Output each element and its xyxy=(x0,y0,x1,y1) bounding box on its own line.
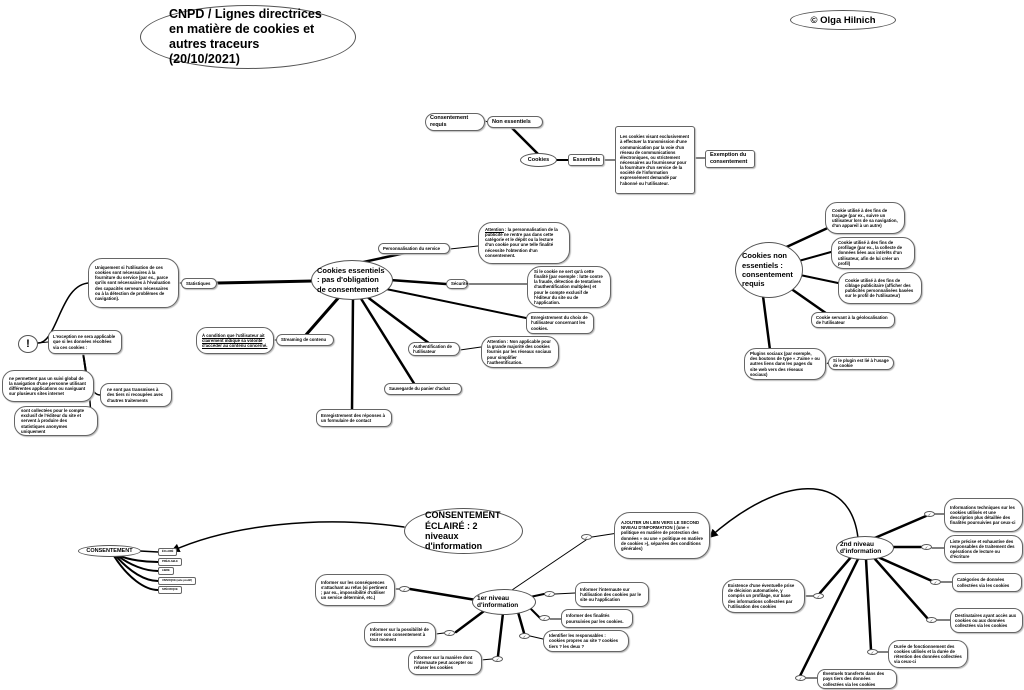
personnalisation-note-text: : la personnalisation de la publicité ne… xyxy=(485,227,558,258)
node-exception: L'exception ne sera applicable que si le… xyxy=(48,330,122,354)
node-plugins: Plugins sociaux (par exemple, des bouton… xyxy=(744,348,826,380)
title-text: CNPD / Lignes directrices en matière de … xyxy=(169,7,322,66)
node-decision-automatisee: Existence d'une éventuelle prise de déci… xyxy=(722,579,805,613)
node-condition-tiers: ne sont pas transmises à des tiers ni re… xyxy=(100,383,172,407)
node-personnalisation: Personnalisation du service xyxy=(378,243,450,254)
check-icon: ✓ xyxy=(813,593,824,599)
node-statistiques: Statistiques xyxy=(181,278,217,289)
node-lien-second-niveau: AJOUTER UN LIEN VERS LE SECOND NIVEAU D'… xyxy=(614,512,710,559)
attention-label: Attention xyxy=(485,227,504,232)
node-streaming-note: À condition que l'utilisateur ait claire… xyxy=(196,327,274,354)
node-transferts: Éventuels transferts dans des pays tiers… xyxy=(817,669,897,689)
node-info-responsables: Identifier les responsables : cookies pr… xyxy=(543,630,629,652)
node-condition-suivi: ne permettent pas un suivi global de la … xyxy=(2,370,94,402)
node-consentement: CONSENTEMENT xyxy=(78,545,141,557)
quality-libre: LIBRE xyxy=(158,567,174,575)
quality-prealable: PRÉALABLE xyxy=(158,558,182,566)
copyright-text: © Olga Hilnich xyxy=(810,14,876,26)
check-icon: ✓ xyxy=(544,591,555,597)
quality-eclaire: ÉCLAIRÉ xyxy=(158,548,178,556)
node-statistiques-note: Uniquement si l'utilisation de ces cooki… xyxy=(88,258,179,308)
node-consentement-requis: Consentement requis xyxy=(425,113,485,131)
node-panier: Sauvegarde du panier d'achat xyxy=(384,383,462,395)
node-info-refus: Informer sur les conséquences s'attachan… xyxy=(315,574,395,606)
node-profilage: Cookie utilisé à des fins de profilage (… xyxy=(831,237,915,269)
node-liste-responsables: Liste précise et exhaustive des responsa… xyxy=(944,535,1023,563)
node-personnalisation-note: Attention : la personnalisation de la pu… xyxy=(478,222,570,264)
node-ciblage: Cookie utilisé à des fins de ciblage pub… xyxy=(838,272,922,304)
node-securite: Sécurité xyxy=(446,279,468,289)
node-securite-note: Si le cookie ne sert qu'à cette finalité… xyxy=(527,266,611,308)
node-plugins-note: Si le plugin est lié à l'usage de cookie xyxy=(828,356,894,370)
check-icon: ✓ xyxy=(444,630,455,636)
check-icon: ✓ xyxy=(867,649,878,655)
check-icon: ✓ xyxy=(795,675,806,681)
copyright: © Olga Hilnich xyxy=(790,10,896,30)
node-definition: Les cookies visant exclusivement à effec… xyxy=(615,126,695,194)
node-destinataires: Destinataires ayant accès aux cookies ou… xyxy=(950,608,1023,633)
streaming-note-text: À condition que l'utilisateur ait claire… xyxy=(202,332,268,349)
check-icon: ✓ xyxy=(926,617,937,623)
node-info-retrait: Informer sur la possibilité de retirer s… xyxy=(364,622,436,647)
node-authentification: Authentification de l'utilisateur xyxy=(408,342,460,356)
node-duree: Durée de fonctionnement des cookies util… xyxy=(888,640,968,668)
map-title: CNPD / Lignes directrices en matière de … xyxy=(140,5,356,69)
node-consentement-eclaire: CONSENTEMENT ÉCLAIRÉ : 2 niveaux d'infor… xyxy=(404,508,523,554)
node-premier-niveau: 1er niveau d'information xyxy=(472,589,536,615)
node-second-niveau: 2nd niveau d'information xyxy=(836,536,894,560)
node-info-utilisation: Informer l'internaute sur l'utilisation … xyxy=(575,582,649,607)
check-icon: ✓ xyxy=(924,511,935,517)
check-icon: ✓ xyxy=(921,544,932,550)
quality-univoque: UNIVOQUE (acte positif) xyxy=(158,577,196,585)
node-info-acceptation: Informer sur la manière dont l'internaut… xyxy=(408,650,482,675)
node-formulaire-contact: Enregistrement des réponses à un formula… xyxy=(316,409,392,427)
quality-specifique: SPÉCIFIQUE xyxy=(158,586,182,594)
check-icon: ✓ xyxy=(519,633,530,639)
node-info-finalites: Informer des finalités poursuivies par l… xyxy=(561,609,633,628)
check-icon: ✓ xyxy=(399,586,410,592)
node-condition-statistiques: sont collectées pour le compte exclusif … xyxy=(14,406,98,436)
check-icon: ✓ xyxy=(930,579,941,585)
node-streaming: Streaming de contenu xyxy=(276,334,334,346)
node-non-essentiels: Non essentiels xyxy=(487,116,543,128)
node-cookies: Cookies xyxy=(520,153,557,167)
node-cookies-non-essentiels: Cookies non essentiels : consentement re… xyxy=(735,242,803,298)
node-authentification-note: Attention : Non applicable pour la grand… xyxy=(481,336,559,368)
node-categories-donnees: Catégories de données collectées via les… xyxy=(952,573,1022,592)
node-info-techniques: Informations techniques sur les cookies … xyxy=(944,498,1023,532)
node-essentiels: Essentiels xyxy=(568,154,604,166)
check-icon: ✓ xyxy=(539,615,550,621)
node-choix-utilisateur: Enregistrement du choix de l'utilisateur… xyxy=(526,312,594,334)
exclamation-icon: ! xyxy=(18,335,38,353)
node-geolocalisation: Cookie servant à la géolocalisation de l… xyxy=(811,312,895,328)
check-icon: ✓ xyxy=(581,534,592,540)
node-tracage: Cookie utilisé à des fins de traçage (pa… xyxy=(825,202,905,234)
node-cookies-essentiels: Cookies essentiels : pas d'obligation de… xyxy=(311,260,393,300)
node-exemption: Exemption du consentement xyxy=(705,150,755,168)
check-icon: ✓ xyxy=(492,656,503,662)
